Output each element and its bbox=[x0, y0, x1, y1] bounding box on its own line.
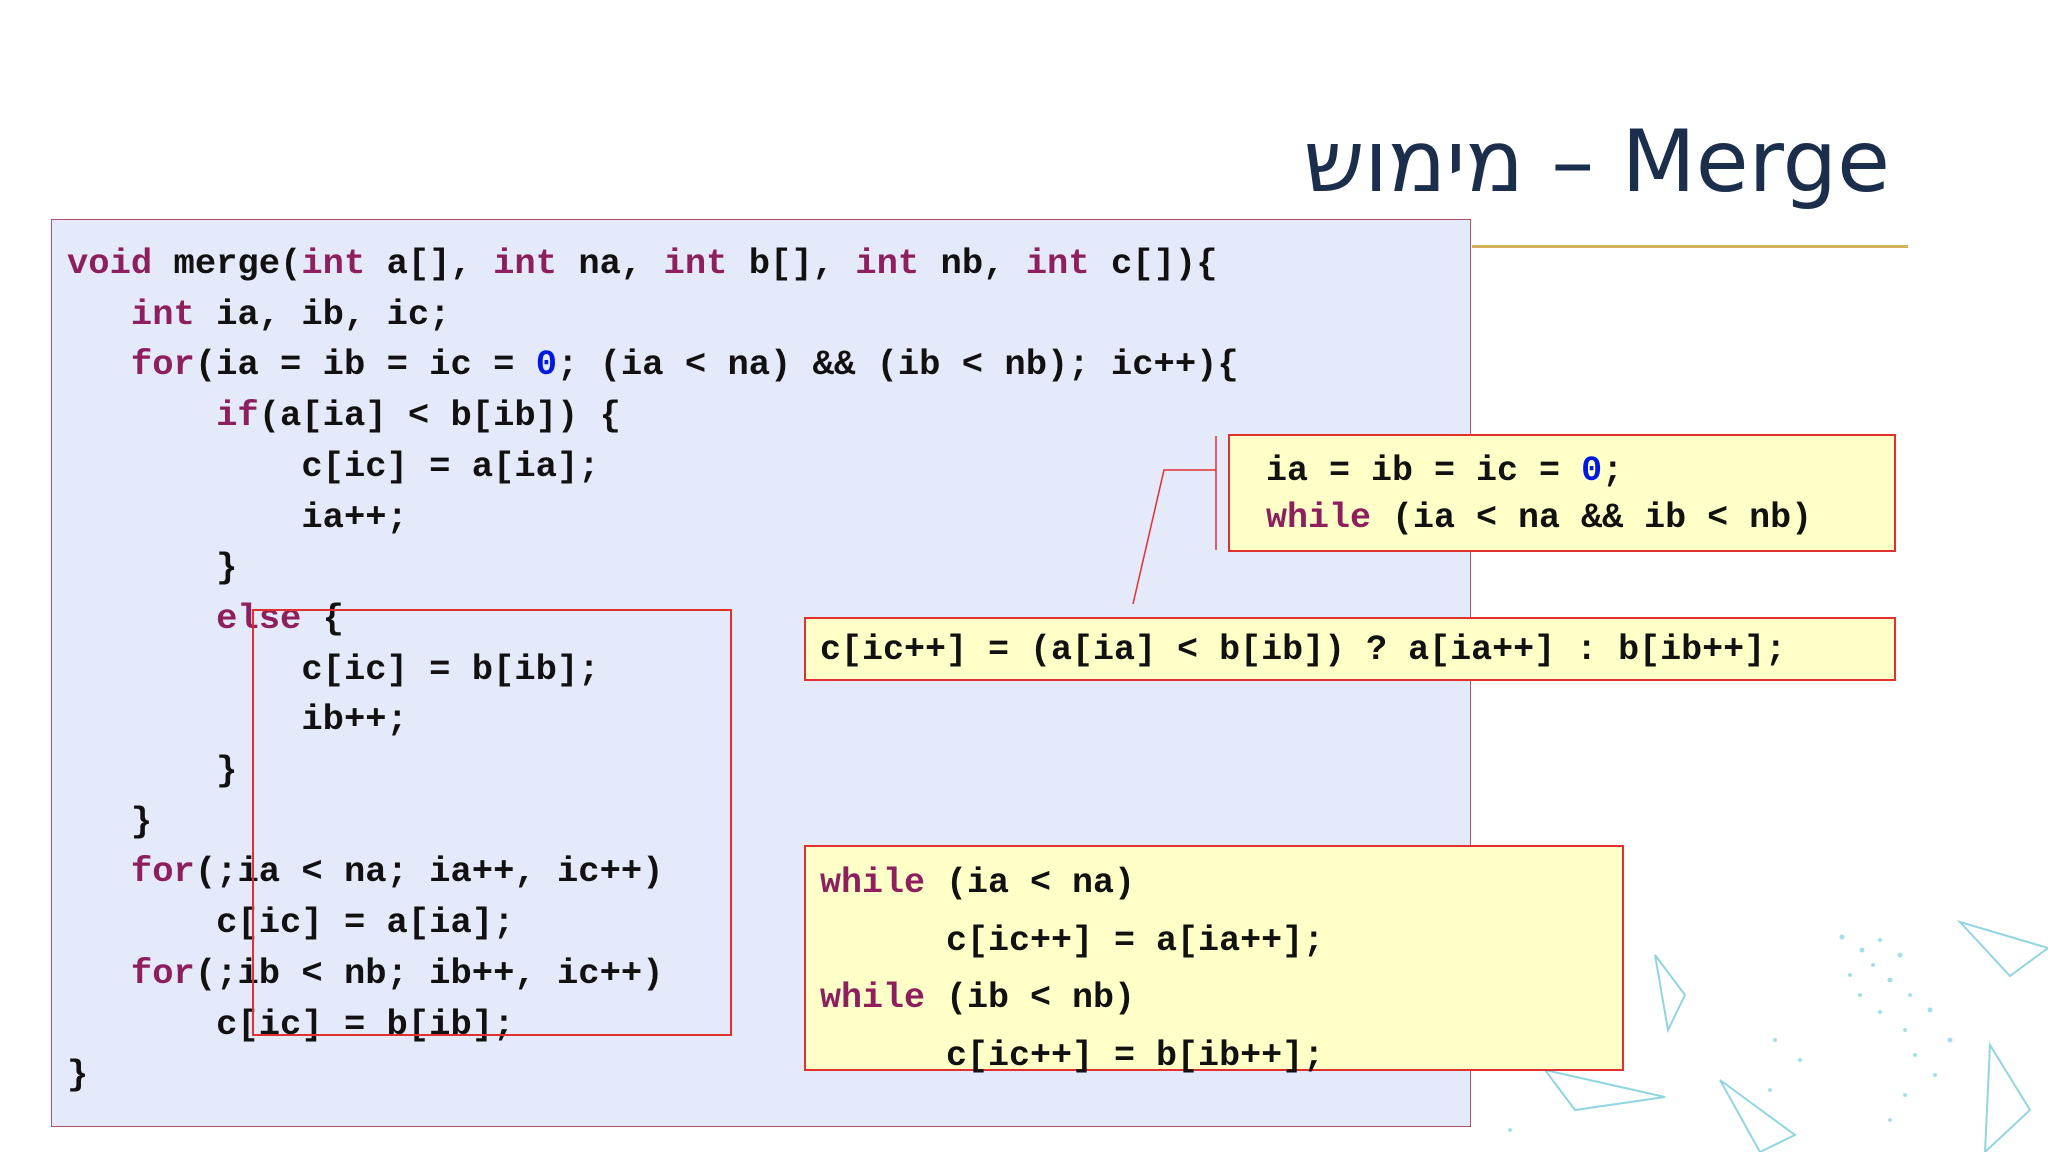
code-text: c[]){ bbox=[1089, 243, 1218, 284]
code-text: c[ic++] = b[ib++]; bbox=[820, 1035, 1325, 1076]
code-text: } bbox=[67, 1054, 89, 1096]
title-underline bbox=[1472, 245, 1908, 248]
code-keyword: int bbox=[1025, 243, 1090, 284]
code-text: c[ic] = a[ia]; bbox=[67, 902, 515, 944]
code-keyword: while bbox=[820, 978, 926, 1018]
code-keyword: int bbox=[493, 243, 558, 284]
code-keyword: for bbox=[130, 952, 195, 994]
code-line: while (ib < nb) bbox=[820, 970, 1324, 1028]
code-line: void merge(int a[], int na, int b[], int… bbox=[67, 239, 1239, 290]
code-line: c[ic] = a[ia]; bbox=[67, 442, 1239, 493]
code-line: while (ia < na) bbox=[820, 855, 1324, 913]
code-line: } bbox=[67, 1050, 1239, 1101]
code-text: (ia = ib = ic = bbox=[194, 344, 536, 386]
ternary-note: c[ic++] = (a[ia] < b[ib]) ? a[ia++] : b[… bbox=[804, 617, 1896, 681]
code-line: c[ic++] = b[ib++]; bbox=[820, 1028, 1324, 1086]
leftovers-code: while (ia < na) c[ic++] = a[ia++]; while … bbox=[820, 855, 1324, 1085]
code-keyword: int bbox=[130, 293, 195, 335]
code-text: (;ia < na; ia++, ic++) bbox=[194, 851, 664, 893]
while-loop-code: ia = ib = ic = 0;while (ia < na && ib < … bbox=[1266, 448, 1812, 542]
if-else-highlight bbox=[252, 609, 732, 1036]
code-keyword: int bbox=[855, 243, 920, 284]
code-text: ia, ib, ic; bbox=[194, 293, 451, 335]
code-text: (ib < nb) bbox=[925, 978, 1136, 1018]
code-text: c[ic] = b[ib]; bbox=[67, 648, 600, 690]
code-keyword: void bbox=[67, 243, 153, 284]
ternary-code: c[ic++] = (a[ia] < b[ib]) ? a[ia++] : b[… bbox=[820, 627, 1786, 673]
code-line: if(a[ia] < b[ib]) { bbox=[67, 391, 1239, 442]
code-keyword: while bbox=[820, 863, 926, 903]
code-keyword: for bbox=[130, 851, 195, 893]
code-text: } bbox=[67, 547, 238, 589]
code-text: ; (ia < na) && (ib < nb); ic++){ bbox=[557, 344, 1239, 386]
while-loop-note: ia = ib = ic = 0;while (ia < na && ib < … bbox=[1228, 434, 1896, 552]
code-text: (ia < na && ib < nb) bbox=[1371, 498, 1813, 538]
code-text: (ia < na) bbox=[925, 863, 1136, 903]
code-line: else { bbox=[67, 594, 1239, 645]
code-line: ia++; bbox=[67, 493, 1239, 544]
code-line: for(;ib < nb; ib++, ic++) bbox=[67, 949, 1239, 1000]
code-keyword: int bbox=[663, 243, 728, 284]
code-text: ia = ib = ic = bbox=[1266, 451, 1582, 491]
code-text: c[ic++] = a[ia++]; bbox=[820, 920, 1325, 961]
code-keyword: int bbox=[301, 243, 366, 284]
code-keyword: if bbox=[216, 395, 259, 437]
code-text: (;ib < nb; ib++, ic++) bbox=[194, 952, 664, 994]
code-text: } bbox=[67, 800, 153, 842]
code-line: int ia, ib, ic; bbox=[67, 290, 1239, 341]
code-line: c[ic++] = (a[ia] < b[ib]) ? a[ia++] : b[… bbox=[820, 627, 1786, 673]
code-text: c[ic++] = (a[ia] < b[ib]) ? a[ia++] : b[… bbox=[820, 630, 1787, 670]
code-text: na, bbox=[557, 243, 664, 284]
code-line: } bbox=[67, 797, 1239, 848]
code-text: ; bbox=[1602, 451, 1624, 491]
code-line: for(ia = ib = ic = 0; (ia < na) && (ib <… bbox=[67, 340, 1239, 391]
code-line: ia = ib = ic = 0; bbox=[1266, 448, 1812, 495]
code-text: ia++; bbox=[67, 496, 408, 538]
code-line: c[ic++] = a[ia++]; bbox=[820, 913, 1324, 971]
code-text: { bbox=[301, 597, 344, 639]
code-line: } bbox=[67, 543, 1239, 594]
code-text: nb, bbox=[919, 243, 1026, 284]
merge-code: void merge(int a[], int na, int b[], int… bbox=[67, 239, 1239, 1101]
code-number: 0 bbox=[535, 344, 558, 386]
slide-title: מימוש – Merge bbox=[1303, 112, 1890, 212]
code-text: a[], bbox=[365, 243, 494, 284]
code-text: c[ic] = a[ia]; bbox=[67, 445, 600, 487]
code-text: (a[ia] < b[ib]) { bbox=[258, 395, 621, 437]
code-text: ib++; bbox=[67, 699, 408, 741]
code-text: merge( bbox=[152, 243, 302, 284]
code-keyword: while bbox=[1266, 498, 1372, 538]
code-line: c[ic] = a[ia]; bbox=[67, 898, 1239, 949]
code-keyword: else bbox=[216, 597, 302, 639]
code-text: c[ic] = b[ib]; bbox=[67, 1003, 515, 1045]
code-keyword: for bbox=[130, 344, 195, 386]
code-line: ib++; bbox=[67, 695, 1239, 746]
code-line: c[ic] = b[ib]; bbox=[67, 645, 1239, 696]
code-line: for(;ia < na; ia++, ic++) bbox=[67, 847, 1239, 898]
code-text: } bbox=[67, 750, 238, 792]
code-number: 0 bbox=[1581, 451, 1603, 491]
code-line: } bbox=[67, 746, 1239, 797]
leftovers-note: while (ia < na) c[ic++] = a[ia++]; while … bbox=[804, 845, 1624, 1076]
code-line: c[ic] = b[ib]; bbox=[67, 1000, 1239, 1051]
code-text: b[], bbox=[727, 243, 856, 284]
code-line: while (ia < na && ib < nb) bbox=[1266, 495, 1812, 542]
